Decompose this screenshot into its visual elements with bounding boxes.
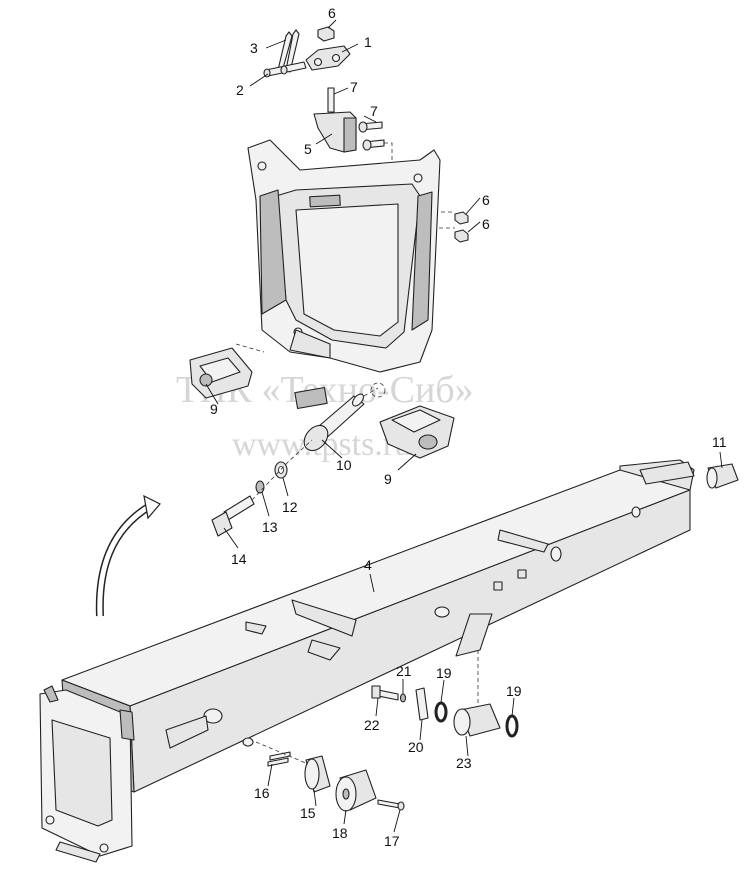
bolt-part-17 [377, 799, 405, 811]
washer-part-12 [274, 461, 288, 479]
rotation-arrow [95, 494, 161, 617]
callout-5: 5 [304, 141, 312, 157]
bushing-part-18 [335, 769, 377, 812]
callout-6-side-a: 6 [482, 192, 490, 208]
callout-15: 15 [300, 805, 316, 821]
callout-14: 14 [231, 551, 247, 567]
washer-part-21 [399, 693, 407, 703]
nuts-part-6-side [454, 211, 469, 243]
callout-17: 17 [384, 833, 400, 849]
callout-13: 13 [262, 519, 278, 535]
callout-16: 16 [254, 785, 270, 801]
callout-6-side-b: 6 [482, 216, 490, 232]
callout-22: 22 [364, 717, 380, 733]
ring-part-19-left [434, 701, 448, 723]
callout-12: 12 [282, 499, 298, 515]
shaft-part-10 [303, 393, 365, 452]
callout-19-right: 19 [506, 683, 522, 699]
ring-part-19-right [505, 714, 519, 738]
front-end-frame [39, 685, 135, 863]
pin-part-3 [277, 29, 300, 73]
mount-pad-part-9-left [189, 347, 253, 399]
bracket-part-5 [313, 87, 357, 153]
callout-18: 18 [332, 825, 348, 841]
sleeve-part-23 [453, 703, 501, 737]
mount-pad-part-9-right [235, 343, 455, 459]
callout-3: 3 [250, 40, 258, 56]
callout-labels: 1 2 3 6 7 7 5 6 6 9 9 10 11 12 13 14 4 1… [210, 5, 727, 849]
callout-4: 4 [364, 557, 372, 573]
callout-2: 2 [236, 82, 244, 98]
callout-23: 23 [456, 755, 472, 771]
callout-7-top: 7 [350, 79, 358, 95]
callout-10: 10 [336, 457, 352, 473]
callout-1: 1 [364, 34, 372, 50]
main-frame-beam-part-4 [61, 459, 695, 793]
bolt-part-2 [263, 61, 307, 78]
plate-part-20 [415, 687, 429, 721]
callout-7-side: 7 [370, 103, 378, 119]
callout-21: 21 [396, 663, 412, 679]
bolt-part-16 [267, 751, 291, 767]
clamp-part-1 [305, 45, 351, 71]
cap-part-15 [304, 755, 331, 793]
callout-6-top: 6 [328, 5, 336, 21]
bolt-part-22 [371, 685, 399, 701]
callout-20: 20 [408, 739, 424, 755]
washer-part-13 [255, 480, 265, 494]
callout-19-left: 19 [436, 665, 452, 681]
callout-11: 11 [712, 434, 727, 450]
beam-brackets [165, 461, 695, 749]
plug-part-11 [706, 463, 739, 489]
nut-part-6-top [317, 26, 335, 42]
callout-9-right: 9 [384, 471, 392, 487]
callout-9-left: 9 [210, 401, 218, 417]
beam-holes [203, 506, 641, 747]
bolts-part-7 [358, 121, 385, 151]
pad-block [294, 386, 328, 410]
cradle-frame [247, 139, 441, 373]
leader-lines [205, 19, 723, 833]
bolt-part-14 [211, 495, 255, 537]
